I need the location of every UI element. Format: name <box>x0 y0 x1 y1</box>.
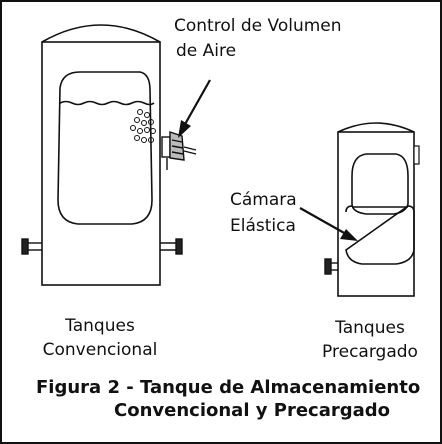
conventional-outlet-pipe <box>160 238 183 255</box>
conventional-tank-dome <box>41 24 161 43</box>
elastic-chamber-label-line2: Elástica <box>230 216 296 236</box>
air-bubbles <box>130 109 156 143</box>
air-control-label-line1: Control de Volumen <box>174 16 342 36</box>
air-volume-control-valve-icon <box>161 131 197 170</box>
precharged-air-chamber <box>351 153 409 215</box>
conventional-tank-label-line2: Convencional <box>42 340 158 360</box>
conventional-tank-label-line1: Tanques <box>65 316 135 336</box>
conventional-water-chamber <box>57 71 153 225</box>
elastic-chamber-label-line1: Cámara <box>230 190 297 210</box>
conventional-tank <box>41 24 161 286</box>
figure-caption-line2: Convencional y Precargado <box>114 400 391 421</box>
precharged-tank-dome <box>337 122 415 133</box>
conventional-tank-body <box>41 41 161 286</box>
elastic-chamber <box>345 205 415 265</box>
precharged-tank-label-line1: Tanques <box>335 318 405 338</box>
precharged-tank <box>337 122 415 297</box>
water-surface <box>59 100 155 106</box>
conventional-inlet-pipe <box>21 238 42 255</box>
air-control-arrow <box>178 79 211 138</box>
air-control-label-line2: de Aire <box>176 41 237 61</box>
precharged-side-fitting <box>413 145 420 165</box>
elastic-chamber-arrow <box>299 207 358 241</box>
precharged-inlet-pipe <box>324 258 338 275</box>
figure-caption-line1: Figura 2 - Tanque de Almacenamiento <box>36 377 421 398</box>
precharged-tank-label-line2: Precargado <box>322 342 418 362</box>
